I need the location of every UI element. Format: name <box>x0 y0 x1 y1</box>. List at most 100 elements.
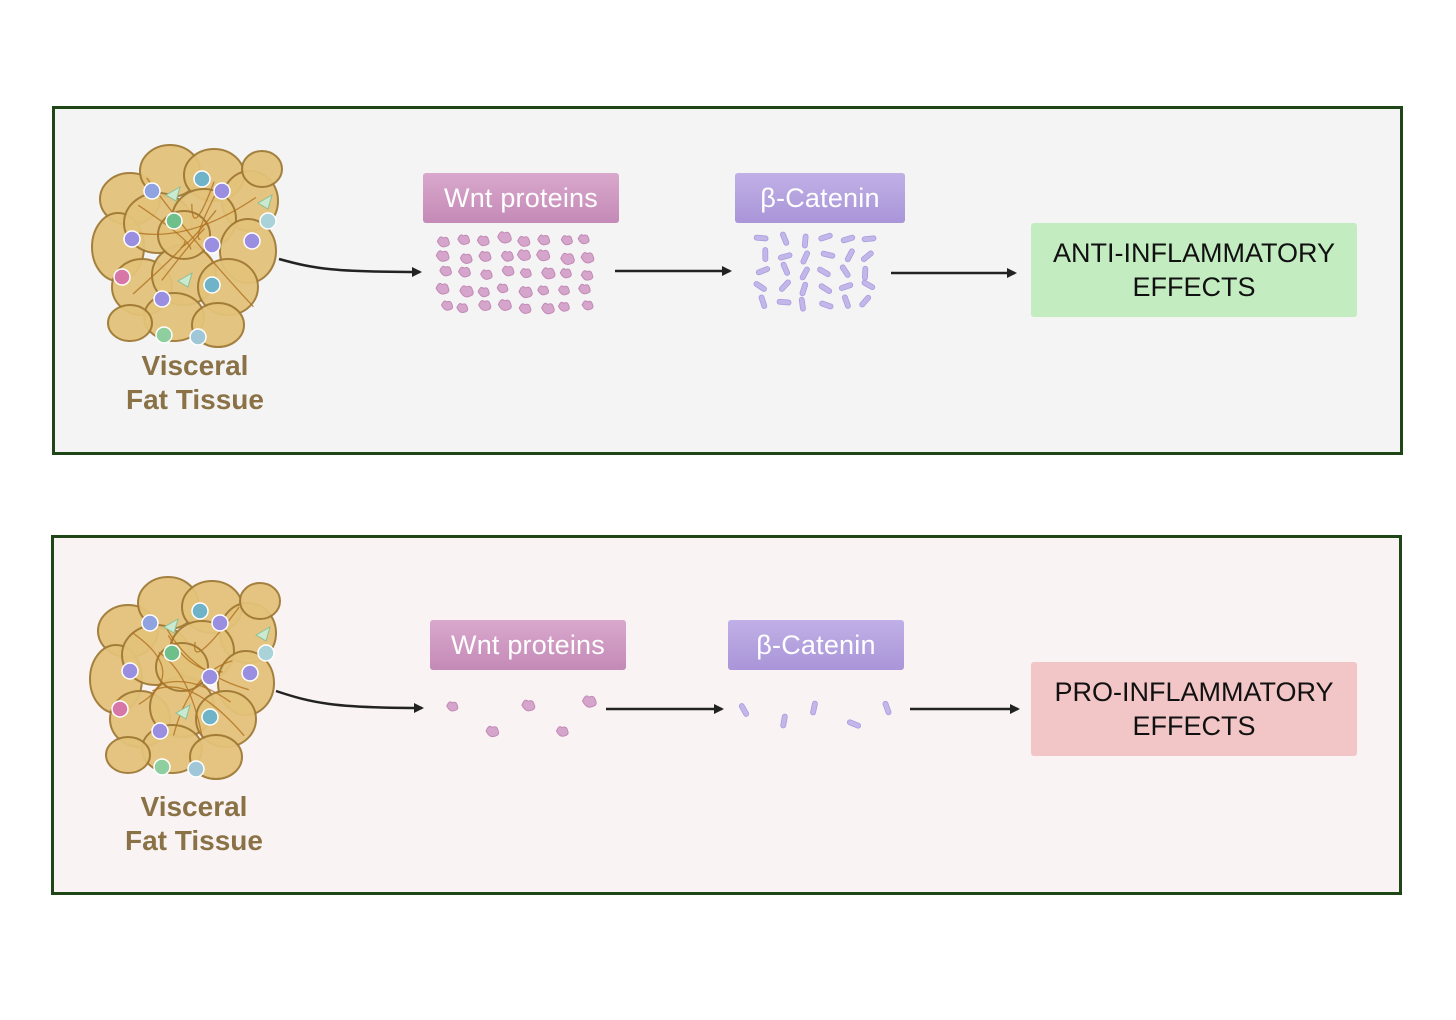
immune-cell <box>203 236 221 254</box>
catenin-particle <box>799 281 809 297</box>
tissue-label-line2: Fat Tissue <box>126 384 264 415</box>
wnt-particle <box>581 695 597 708</box>
wnt-particle <box>478 299 492 312</box>
catenin-particle <box>798 296 806 312</box>
wnt-particle <box>500 250 514 262</box>
fat-cell <box>241 150 283 188</box>
tissue-label: Visceral Fat Tissue <box>95 349 295 417</box>
catenin-particle <box>861 235 877 243</box>
catenin-particle <box>817 266 831 278</box>
catenin-particle <box>838 282 854 291</box>
wnt-particle <box>521 699 536 712</box>
stromal-cell <box>177 271 193 288</box>
tissue-label-line2: Fat Tissue <box>125 825 263 856</box>
immune-cell <box>243 232 261 250</box>
wnt-particle <box>518 286 533 299</box>
immune-cell <box>153 290 171 308</box>
immune-cell <box>201 708 219 726</box>
arrow <box>275 689 424 713</box>
wnt-particle <box>457 234 471 245</box>
wnt-particle <box>541 302 555 315</box>
catenin-particle <box>753 281 767 292</box>
wnt-particle <box>536 249 551 262</box>
wnt-particle <box>439 265 452 277</box>
wnt-particle <box>480 269 493 280</box>
immune-cell <box>123 230 141 248</box>
anti-inflammatory-panel: Visceral Fat Tissue Wnt proteins β-Caten… <box>52 106 1403 455</box>
pro-inflammatory-panel: Visceral Fat Tissue Wnt proteins β-Caten… <box>51 535 1402 895</box>
catenin-particle <box>780 261 791 276</box>
fat-cell <box>239 582 281 620</box>
wnt-particle <box>485 725 500 738</box>
beta-catenin-label: β-Catenin <box>728 620 904 670</box>
wnt-particle <box>501 265 515 277</box>
catenin-particle <box>755 266 771 276</box>
wnt-particle <box>516 249 531 262</box>
wnt-particle <box>555 726 569 737</box>
wnt-particle <box>581 300 594 311</box>
tissue-label: Visceral Fat Tissue <box>94 790 294 858</box>
immune-cell <box>163 644 181 662</box>
wnt-particle <box>578 283 591 295</box>
catenin-particle <box>860 250 874 262</box>
catenin-particle <box>820 250 836 259</box>
wnt-particle <box>446 701 459 712</box>
vessel <box>132 241 186 295</box>
immune-cell <box>203 276 221 294</box>
wnt-particle <box>456 303 469 314</box>
stromal-cell <box>175 703 191 720</box>
catenin-particle <box>819 300 834 310</box>
immune-cell <box>151 722 169 740</box>
wnt-particle <box>435 250 450 262</box>
catenin-particle <box>780 231 790 246</box>
immune-cell <box>259 212 277 230</box>
wnt-particle <box>459 285 474 298</box>
vessel <box>164 625 250 691</box>
wnt-particle <box>580 251 595 264</box>
vessel <box>138 196 257 236</box>
wnt-particle <box>459 253 473 265</box>
catenin-particle <box>780 713 788 729</box>
vessel <box>137 204 192 250</box>
catenin-particle <box>758 294 768 309</box>
catenin-particle <box>818 283 833 294</box>
wnt-particle <box>560 252 575 265</box>
stromal-cell <box>163 617 179 634</box>
catenin-particle <box>777 252 793 261</box>
beta-catenin-icon <box>738 700 892 729</box>
fat-cell <box>107 304 153 342</box>
wnt-particle <box>558 285 570 296</box>
wnt-particle <box>541 267 556 280</box>
wnt-particle <box>496 283 509 294</box>
wnt-particle <box>519 268 532 279</box>
immune-cell <box>165 212 183 230</box>
anti-inflammatory-effects-box: ANTI-INFLAMMATORY EFFECTS <box>1031 223 1357 317</box>
beta-catenin-label: β-Catenin <box>735 173 905 223</box>
wnt-particle <box>436 236 450 248</box>
immune-cell <box>155 326 173 344</box>
catenin-particle <box>842 294 851 309</box>
wnt-particle <box>518 303 532 314</box>
wnt-particle <box>559 268 572 279</box>
wnt-particle <box>497 299 512 311</box>
stromal-cell <box>255 625 271 642</box>
immune-cell <box>113 268 131 286</box>
catenin-particle <box>776 298 792 306</box>
immune-cell <box>143 182 161 200</box>
fat-tissue-icon <box>89 576 281 780</box>
tissue-label-line1: Visceral <box>140 791 248 822</box>
catenin-particle <box>882 700 892 716</box>
immune-cell <box>193 170 211 188</box>
fat-cell <box>105 736 151 774</box>
catenin-particle <box>861 279 876 291</box>
immune-cell <box>201 668 219 686</box>
catenin-particle <box>762 247 769 262</box>
catenin-particle <box>840 234 856 244</box>
wnt-particle <box>477 286 490 298</box>
catenin-particle <box>844 248 855 263</box>
stromal-cell <box>257 193 273 210</box>
immune-cell <box>141 614 159 632</box>
immune-cell <box>211 614 229 632</box>
vessel <box>180 209 217 249</box>
wnt-particle <box>478 250 492 262</box>
